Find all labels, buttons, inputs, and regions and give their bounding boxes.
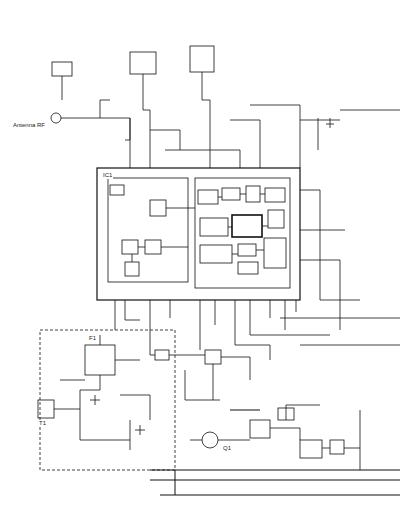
part-label: IC1 (102, 172, 113, 179)
ic-outline (97, 168, 300, 300)
ic-section (108, 178, 188, 282)
ic-section (195, 178, 290, 288)
regulator (85, 345, 115, 375)
part-label: Antenna RF (12, 122, 46, 129)
module-box (52, 62, 72, 76)
module-box (190, 46, 214, 72)
component (300, 440, 322, 458)
ic-pin (115, 300, 296, 345)
diode-symbol (90, 395, 145, 435)
transformer (38, 400, 54, 418)
wire (54, 335, 150, 450)
part-label: F1 (88, 335, 97, 342)
transistor-symbol (202, 432, 218, 448)
ic-block (110, 185, 286, 276)
wire (132, 194, 268, 262)
bus-wire (150, 410, 400, 495)
wire (150, 340, 250, 400)
component (205, 350, 221, 364)
wire (235, 190, 400, 360)
component (250, 420, 270, 438)
part-label: Q1 (222, 445, 232, 452)
component (155, 350, 169, 360)
wire (150, 105, 400, 168)
antenna-connector (51, 113, 61, 123)
component (330, 440, 344, 454)
power-supply-outline (40, 330, 175, 470)
wire (62, 72, 210, 168)
wire (61, 100, 130, 168)
module-box (130, 52, 156, 74)
wire (190, 405, 360, 470)
capacitor-symbol (326, 118, 334, 128)
part-label: T1 (38, 420, 47, 427)
